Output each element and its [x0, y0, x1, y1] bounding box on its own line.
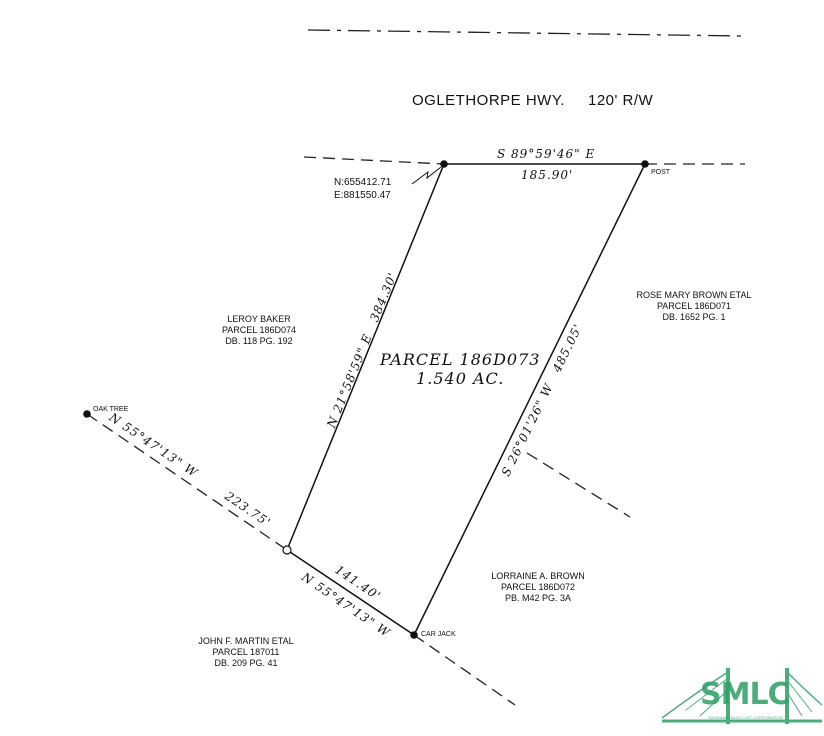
smlc-logo-icon — [661, 668, 823, 724]
owner-ref: DB. 118 PG. 192 — [225, 336, 293, 346]
owner-name: LEROY BAKER — [227, 314, 291, 324]
owner-lorraine-brown: LORRAINE A. BROWN PARCEL 186D072 PB. M42… — [478, 571, 598, 604]
owner-parcel: PARCEL 186D074 — [221, 325, 297, 335]
parcel-label: PARCEL 186D073 1.540 AC. — [380, 350, 540, 388]
owner-parcel: PARCEL 187011 — [212, 647, 280, 657]
oak-tree-label: OAK TREE — [93, 406, 129, 413]
owner-parcel: PARCEL 186D071 — [656, 301, 732, 311]
owner-ref: DB. 1652 PG. 1 — [662, 312, 726, 322]
owner-name: LORRAINE A. BROWN — [491, 571, 585, 581]
post-marker — [641, 160, 649, 168]
road-name: OGLETHORPE HWY. — [412, 92, 566, 109]
coord-leader — [411, 166, 442, 185]
easting-value: E:881550.47 — [334, 190, 391, 201]
smlc-logo-subtitle: SAVANNAH MULTI-LIST CORPORATION — [708, 715, 783, 720]
row-line-west — [303, 156, 445, 165]
owner-john-martin: JOHN F. MARTIN ETAL PARCEL 187011 DB. 20… — [186, 636, 306, 669]
oak-tree-marker — [83, 410, 91, 418]
owner-name: ROSE MARY BROWN ETAL — [636, 290, 752, 300]
owner-rose-mary-brown: ROSE MARY BROWN ETAL PARCEL 186D071 DB. … — [624, 290, 764, 323]
owner-parcel: PARCEL 186D072 — [500, 582, 576, 592]
parcel-id: PARCEL 186D073 — [380, 350, 541, 369]
lorraine-lot-line — [526, 452, 631, 518]
northing-value: N:655412.71 — [334, 177, 392, 188]
road-right-of-way: 120' R/W — [588, 92, 654, 109]
owner-ref: PB. M42 PG. 3A — [504, 593, 572, 603]
corner-marker-nw — [440, 160, 448, 168]
west-boundary — [286, 163, 445, 551]
road-centerline — [307, 29, 743, 37]
car-jack-marker — [410, 631, 418, 639]
post-label: POST — [651, 169, 671, 176]
east-boundary — [413, 163, 646, 636]
car-jack-label: CAR JACK — [421, 631, 456, 638]
north-bearing: S 89°59'46" E — [497, 147, 596, 161]
oak-tree-extension — [86, 413, 288, 551]
owner-leroy-baker: LEROY BAKER PARCEL 186D074 DB. 118 PG. 1… — [204, 314, 314, 347]
corner-marker-sw — [282, 545, 292, 555]
south-extension — [413, 634, 516, 706]
south-boundary — [286, 549, 415, 636]
north-distance: 185.90' — [521, 168, 574, 182]
owner-name: JOHN F. MARTIN ETAL — [198, 636, 294, 646]
owner-ref: DB. 209 PG. 41 — [214, 658, 278, 668]
smlc-logo-text: SMLC — [700, 677, 790, 712]
parcel-area: 1.540 AC. — [416, 369, 505, 388]
